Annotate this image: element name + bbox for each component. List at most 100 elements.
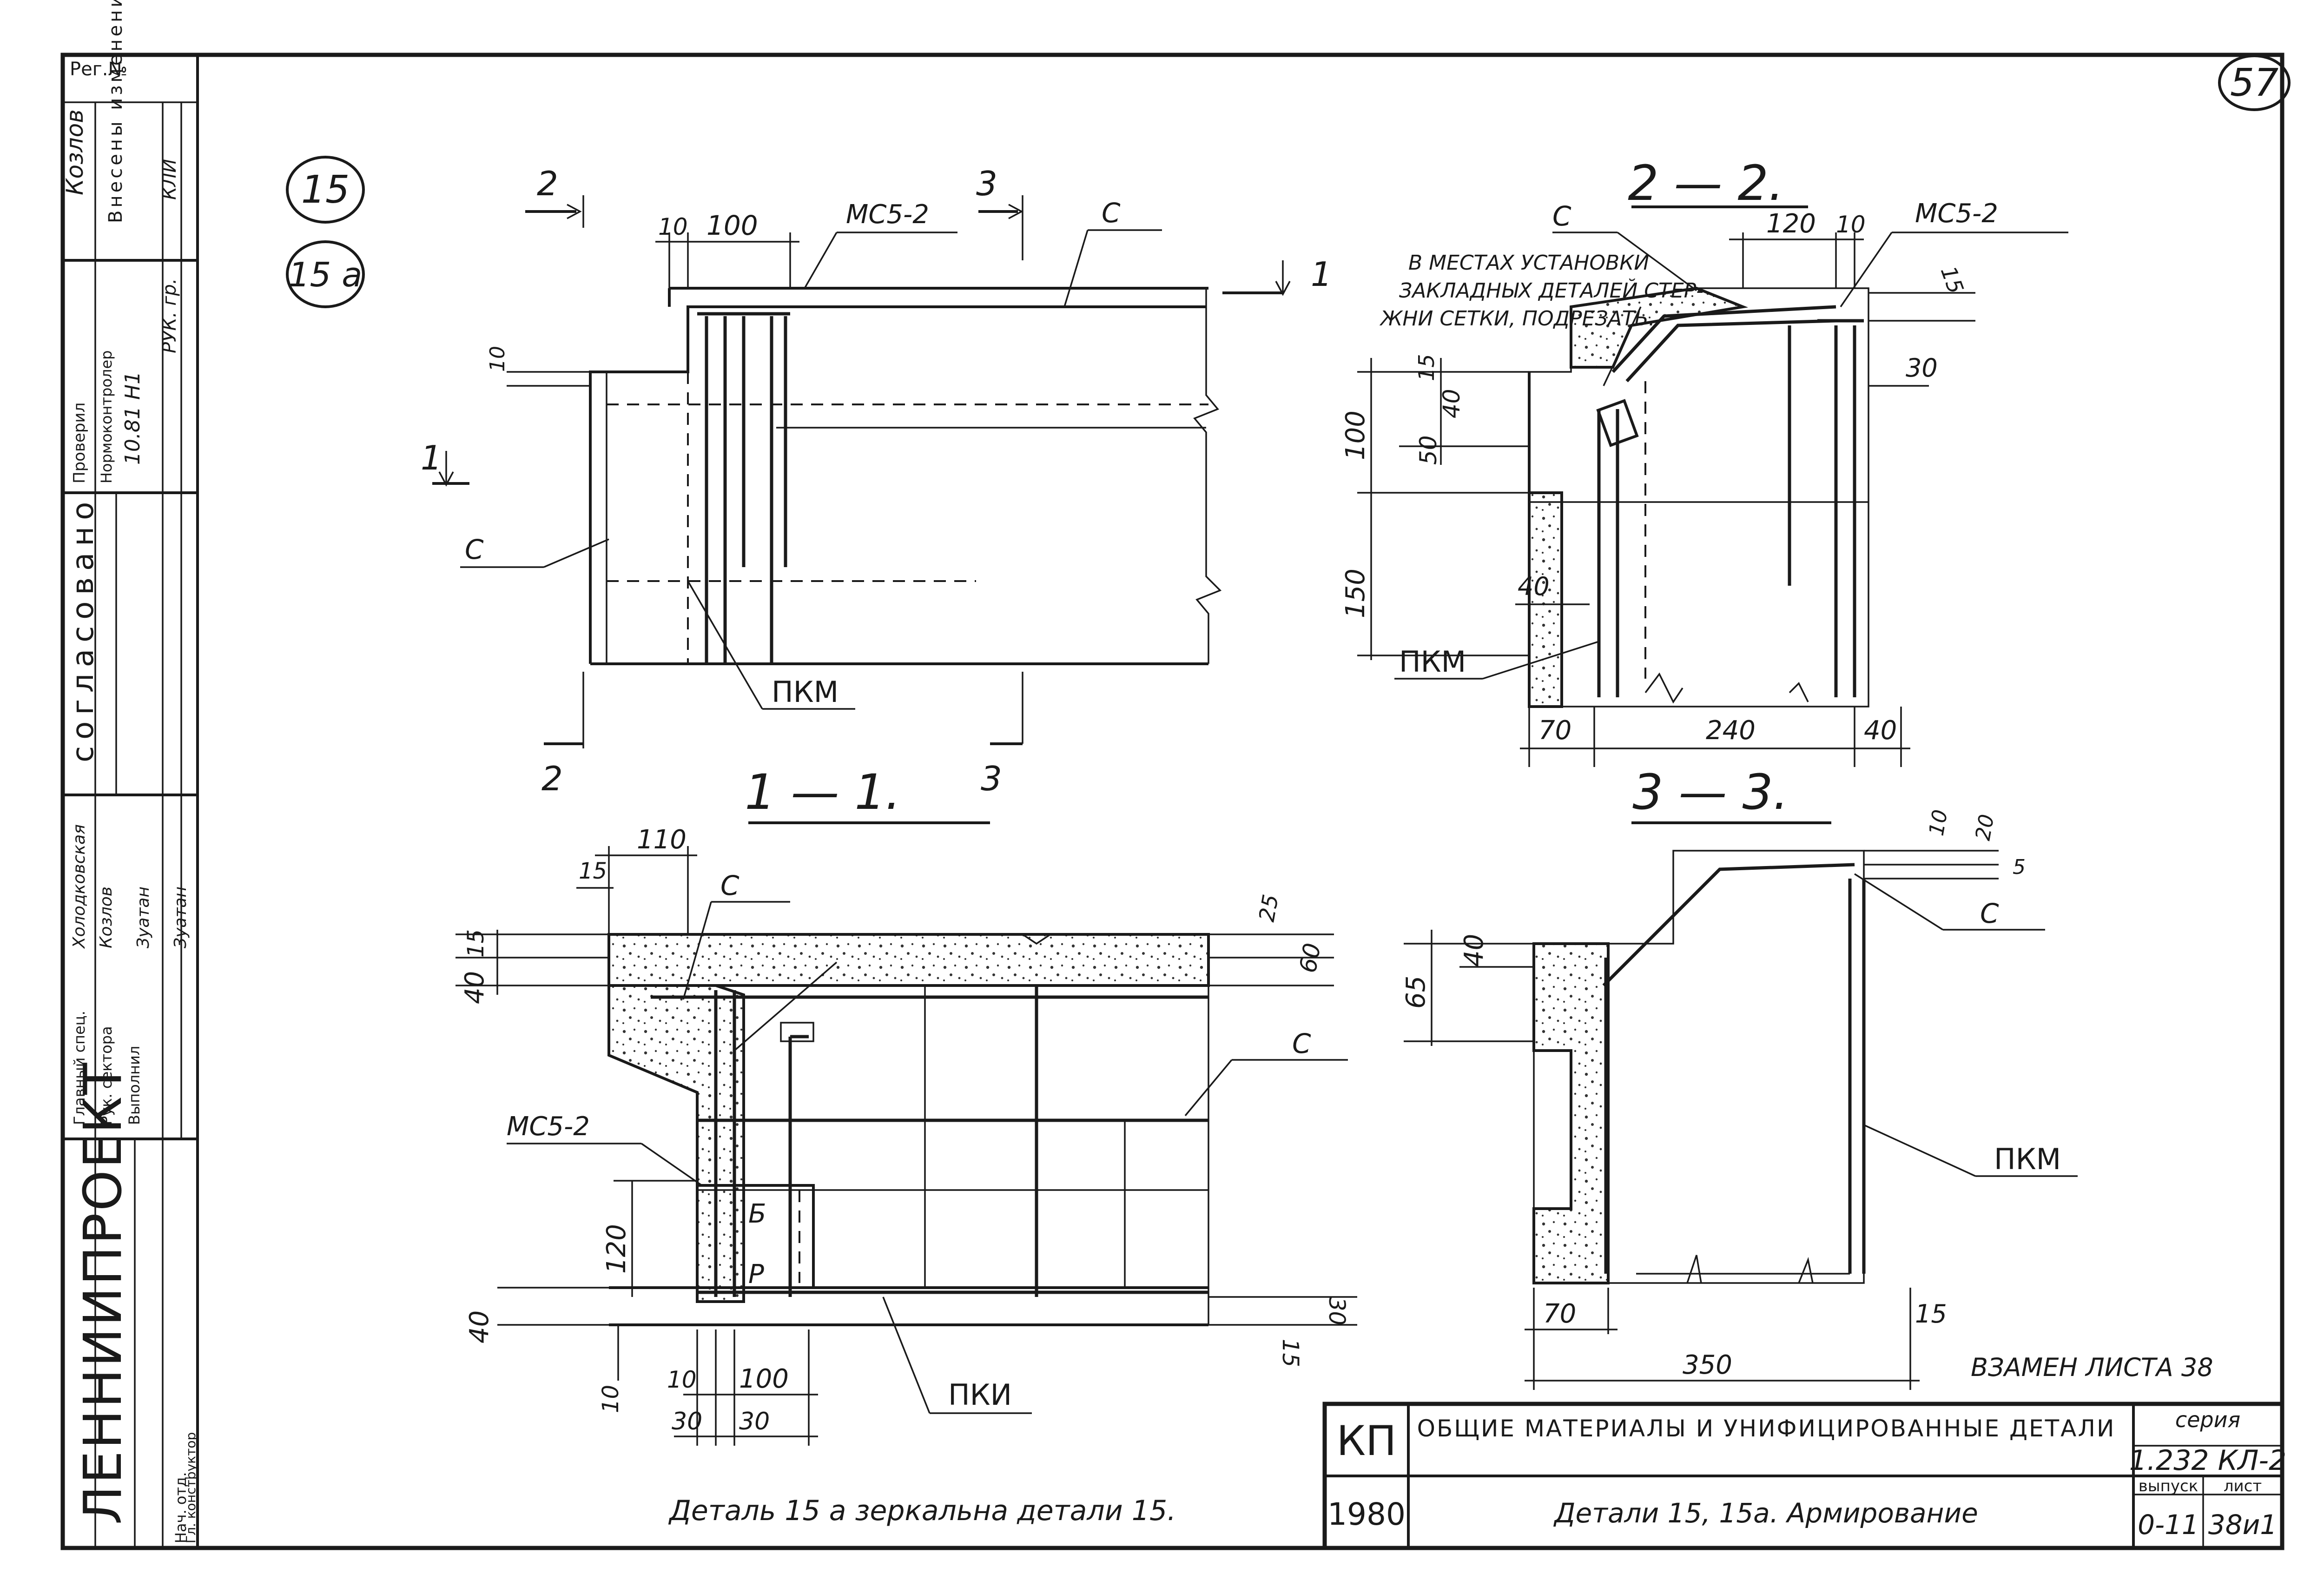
- dimension-label: 30: [739, 1408, 770, 1435]
- stamp-check: Проверил: [70, 403, 89, 483]
- dimension-label: 120: [1766, 209, 1816, 239]
- dimension-label: 40: [1518, 572, 1550, 601]
- dimension-label: ЖНИ СЕТКИ, ПОДРЕЗАТЬ.: [1379, 307, 1655, 331]
- dimension-label: Б: [748, 1199, 766, 1229]
- dimension-label: Р: [748, 1259, 764, 1290]
- dimension-label: 30: [1324, 1297, 1350, 1325]
- stamp-signer-1: Холодковская: [70, 824, 89, 949]
- dimension-label: 70: [1543, 1299, 1576, 1329]
- dimension-label: 10: [598, 1385, 624, 1413]
- detail-badges: 15 15 а: [286, 156, 365, 308]
- dimension-label: ПКМ: [1399, 645, 1466, 679]
- dimension-label: 40: [464, 1310, 495, 1343]
- dimension-label: 60: [1294, 941, 1326, 975]
- side-stamp: Рег.№ ЛЕННИИПРОЕКТ согласовано Козлов Вн…: [61, 0, 198, 1548]
- dimension-label: С: [1980, 898, 1999, 929]
- dimension-label: 350: [1683, 1350, 1732, 1380]
- stamp-chief: Главный спец.: [71, 1011, 88, 1125]
- stamp-surname: Козлов: [61, 109, 88, 195]
- dimension-label: 110: [637, 825, 687, 855]
- dimension-label: 10: [658, 213, 688, 240]
- sheet-frame: [60, 53, 2284, 1550]
- dimension-label: С: [465, 534, 484, 565]
- dimension-label: 1 — 1.: [745, 764, 901, 820]
- dimension-label: 70: [1538, 715, 1571, 746]
- corner-sheet-number: 57: [2218, 54, 2291, 111]
- dimension-label: 240: [1706, 715, 1756, 746]
- stamp-kli-code: КЛИ: [159, 159, 180, 200]
- dimension-label: 1: [1311, 255, 1332, 294]
- stamp-signer-3b: Зуатан: [171, 886, 190, 948]
- section-3-3-title: 3 — 3.: [1631, 764, 1831, 824]
- dimension-label: 10: [1836, 211, 1866, 238]
- dimension-label: С: [1102, 197, 1121, 229]
- changes-header: Внесены изменения: [105, 0, 126, 223]
- plan-view: 10 100 10 2 2 3 3 1 1 МС5-2 С: [421, 164, 1332, 798]
- dimension-label: 40: [1438, 389, 1465, 418]
- dimension-label: ПКИ: [948, 1378, 1012, 1412]
- org-name: ЛЕННИИПРОЕКТ: [73, 1061, 133, 1525]
- agreed-label: согласовано: [66, 496, 100, 762]
- stamp-year: 1980: [1327, 1496, 1406, 1532]
- dimension-label: 30: [1906, 353, 1938, 383]
- stamp-signer-2: Козлов: [97, 886, 116, 948]
- dimension-label: 2: [537, 164, 558, 203]
- dimension-label: 120: [601, 1224, 632, 1274]
- dimension-label: 10: [1925, 808, 1953, 838]
- dimension-label: 1: [421, 438, 442, 477]
- dimension-label: 50: [1415, 435, 1442, 465]
- dimension-label: МС5-2: [507, 1111, 590, 1142]
- dimension-label: 5: [2013, 855, 2026, 879]
- stamp-executor: Выполнил: [125, 1046, 143, 1125]
- issue-value: 0-11: [2138, 1509, 2199, 1541]
- title-block: КП 1980 ОБЩИЕ МАТЕРИАЛЫ И УНИФИЦИРОВАННЫ…: [1322, 1402, 2286, 1550]
- dimension-label: 10: [486, 346, 509, 372]
- stamp-sector-head: Рук. сектора: [98, 1026, 115, 1125]
- dimension-label: 10: [667, 1366, 697, 1393]
- title-main: ОБЩИЕ МАТЕРИАЛЫ И УНИФИЦИРОВАННЫЕ ДЕТАЛИ: [1417, 1415, 2116, 1442]
- dimension-label: 40: [460, 971, 490, 1004]
- dimension-label: МС5-2: [1915, 198, 1998, 229]
- dimension-label: 15: [1414, 354, 1439, 381]
- footnote: Деталь 15 а зеркальна детали 15.: [668, 1495, 1176, 1527]
- dimension-label: ПКМ: [772, 675, 838, 709]
- stamp-signer-3: Зуатан: [134, 886, 153, 948]
- dimension-label: 150: [1340, 569, 1371, 618]
- stamp-head-dept: Нач. отд.: [172, 1472, 190, 1543]
- dimension-label: ЗАКЛАДНЫХ ДЕТАЛЕЙ СТЕР-: [1399, 278, 1703, 303]
- dimension-label: 65: [1401, 976, 1431, 1009]
- dimension-label: МС5-2: [846, 199, 929, 230]
- sheet-no-label: лист: [2224, 1477, 2262, 1495]
- dimension-label: 15: [1277, 1339, 1303, 1367]
- dimension-label: 100: [739, 1364, 789, 1394]
- stamp-rev-code: Н1: [121, 371, 145, 400]
- stamp-code: КП: [1337, 1417, 1397, 1465]
- stamp-norm-control: Нормоконтролер: [98, 351, 115, 483]
- dimension-label: 2: [541, 759, 563, 798]
- dimension-label: 15: [579, 858, 607, 884]
- detail-badge-15: 15: [301, 168, 350, 212]
- section-1-1: Б Р 110 15 15 40 25 60 120 40 10 30 15: [456, 825, 1357, 1446]
- dimension-label: 3: [976, 164, 997, 203]
- dimension-label: 15: [1915, 1299, 1947, 1329]
- dimension-label: С: [1552, 200, 1571, 232]
- stamp-ruk-code: РУК. гр.: [159, 278, 180, 353]
- dimension-label: ПКМ: [1994, 1142, 2061, 1176]
- dimension-label: 30: [672, 1408, 702, 1435]
- dimension-label: 40: [1459, 934, 1489, 967]
- dimension-label: В МЕСТАХ УСТАНОВКИ: [1408, 251, 1649, 275]
- dimension-label: 2 — 2.: [1628, 155, 1784, 212]
- sheet-no-value: 38и1: [2208, 1509, 2277, 1541]
- section-1-1-title: 1 — 1.: [745, 764, 990, 824]
- replaces-note: ВЗАМЕН ЛИСТА 38: [1971, 1353, 2213, 1382]
- section-2-2: 2 — 2. 120 10 15 30: [1340, 155, 2068, 767]
- dimension-label: 15: [463, 929, 489, 958]
- dimension-label: 100: [706, 210, 758, 241]
- side-stamp-ref: Рег.№: [70, 59, 127, 80]
- issue-label: выпуск: [2139, 1477, 2198, 1495]
- series-value: 1.232 КЛ-2: [2129, 1444, 2286, 1477]
- section-3-3: 10 20 5 40 65 70 350 15 С ПКМ: [1401, 808, 2078, 1390]
- dimension-label: 3: [981, 759, 1002, 798]
- dimension-label: 20: [1971, 813, 1999, 842]
